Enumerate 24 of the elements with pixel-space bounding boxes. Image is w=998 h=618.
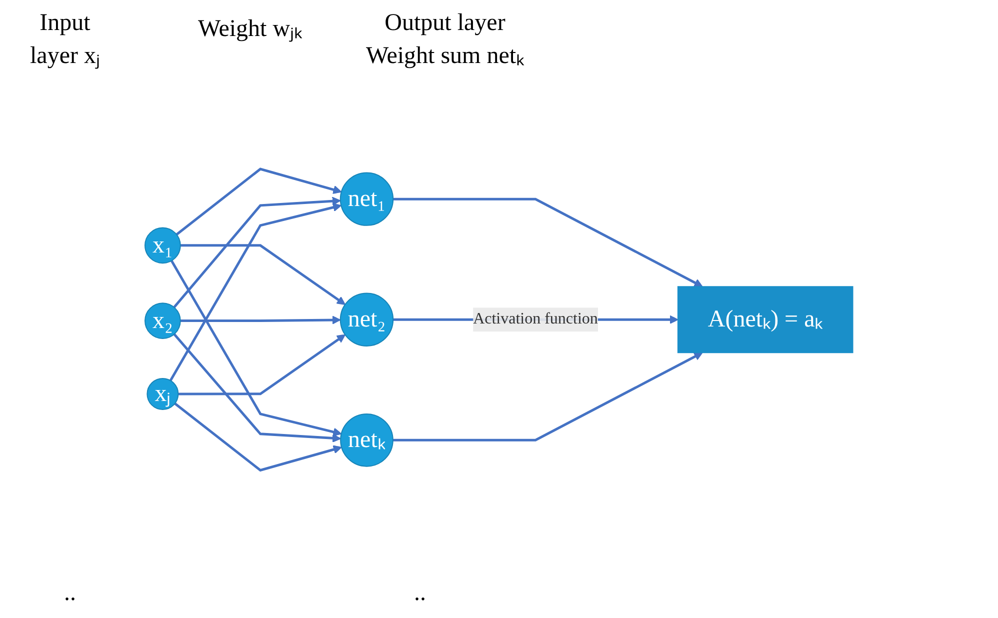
arrow [170, 203, 342, 382]
arrow [180, 316, 341, 325]
arrow [170, 260, 342, 437]
column-heading: Output layer Weight sum netₖ [364, 10, 526, 70]
column-heading: Input layer xⱼ [29, 10, 101, 70]
arrow [180, 244, 346, 306]
ellipsis-mark: .. [413, 580, 427, 607]
node-circle: x₂ [144, 303, 181, 340]
arrow [176, 168, 342, 236]
node-circle: xⱼ [146, 378, 179, 410]
arrow [173, 197, 341, 308]
arrow [173, 334, 342, 443]
node-circle: net₁ [340, 172, 394, 226]
arrow [174, 402, 342, 472]
node-circle: net₂ [340, 293, 394, 347]
column-heading: Weight wⱼₖ [196, 15, 304, 43]
node-circle: netₖ [340, 414, 394, 468]
node-circle: x₁ [144, 228, 181, 264]
arrow [178, 334, 346, 396]
arrow [393, 198, 703, 288]
arrow [393, 352, 703, 442]
ellipsis-mark: .. [63, 580, 77, 607]
edge-label: Activation function [473, 311, 598, 328]
node-box: A(netₖ) = aₖ [678, 286, 854, 354]
